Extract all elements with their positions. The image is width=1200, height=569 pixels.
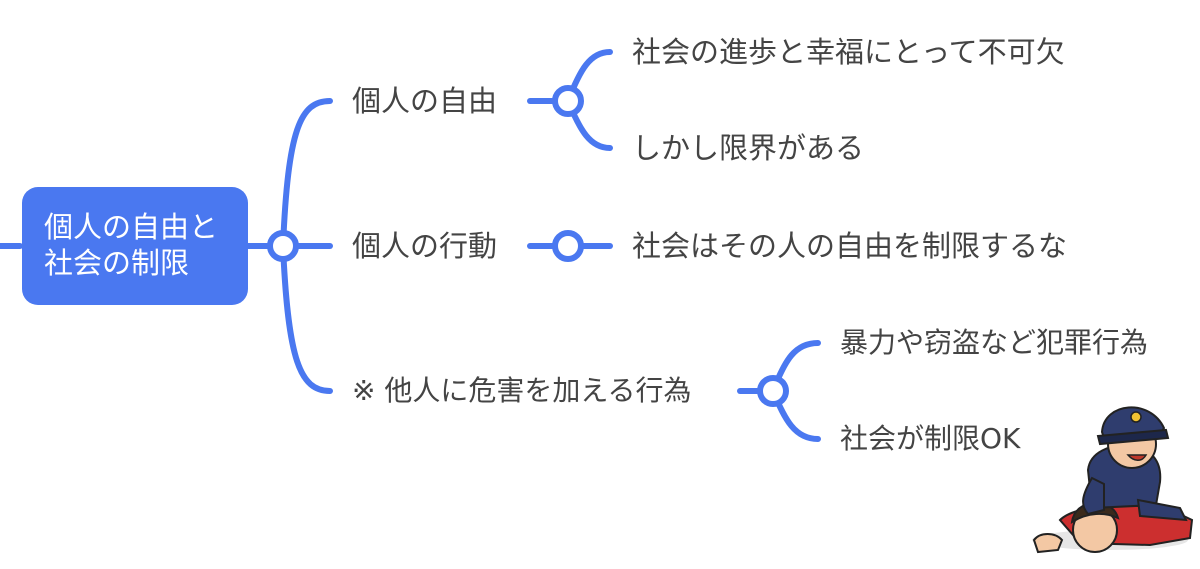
prone-person-hand-icon [1032,533,1064,554]
branch-3-child-2[interactable]: 社会が制限OK [840,422,1021,455]
root-node-line-2: 社会の制限 [44,246,190,280]
branch-2-child-1[interactable]: 社会はその人の自由を制限するな [632,229,1068,263]
branch-1-child-2[interactable]: しかし限界がある [632,131,865,165]
branch-2-label[interactable]: 個人の行動 [352,229,498,263]
branch-3-child-1[interactable]: 暴力や窃盗など犯罪行為 [840,326,1149,359]
root-node[interactable]: 個人の自由と 社会の制限 [22,187,248,305]
officer-leg-icon [1136,498,1188,522]
branch-3-hub-node[interactable] [757,375,789,407]
officer-arm-icon [1082,476,1105,516]
branch-2-hub-node[interactable] [552,230,584,262]
branch-1-child-1[interactable]: 社会の進歩と幸福にとって不可欠 [632,35,1065,69]
police-arrest-illustration [1032,406,1194,554]
root-hub-node[interactable] [267,230,299,262]
connector-branch-1 [280,98,333,249]
officer-badge-icon [1130,411,1142,423]
connector-branch-3 [280,243,333,394]
root-node-line-1: 個人の自由と [44,210,219,244]
branch-1-hub-node[interactable] [552,85,584,117]
officer-cap-brim-icon [1096,428,1170,446]
branch-1-label[interactable]: 個人の自由 [352,84,498,118]
officer-mouth-icon [1126,454,1148,461]
branch-3-label[interactable]: ※ 他人に危害を加える行為 [352,374,692,407]
